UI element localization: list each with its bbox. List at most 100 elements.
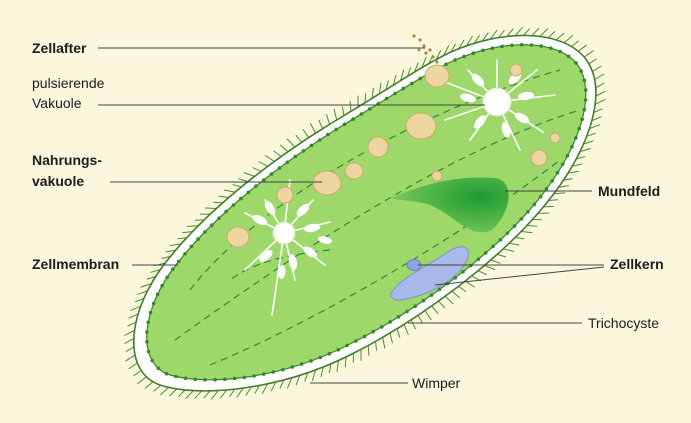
trichocyst-dot: [368, 107, 372, 111]
cilium: [452, 291, 460, 297]
cilium: [376, 341, 377, 350]
trichocyst-dot: [194, 378, 198, 382]
cilium: [595, 74, 605, 80]
trichocyst-dot: [262, 178, 266, 182]
cilium: [515, 237, 524, 238]
trichocyst-dot: [405, 310, 409, 314]
trichocyst-dot: [300, 362, 304, 366]
cilium: [126, 355, 135, 361]
trichocyst-dot: [491, 245, 495, 249]
cilium: [334, 109, 337, 120]
trichocyst-dot: [462, 55, 466, 59]
label-nahrungsvakuole: vakuole: [32, 172, 84, 190]
cilium: [350, 101, 351, 111]
trichocyst-dot: [203, 230, 207, 234]
cilium: [548, 32, 555, 38]
trichocyst-dot: [578, 127, 582, 131]
trichocyst-dot: [453, 58, 457, 62]
cilium: [138, 377, 147, 384]
trichocyst-dot: [213, 378, 217, 382]
trichocyst-dot: [513, 224, 517, 228]
cilium: [287, 139, 295, 147]
cilium: [145, 382, 153, 388]
cilium: [365, 94, 366, 103]
cilium: [556, 33, 563, 40]
trichocyst-dot: [318, 356, 322, 360]
cilium: [259, 162, 268, 167]
trichocyst-dot: [183, 252, 187, 256]
cilium: [571, 41, 578, 47]
trichocyst-dot: [385, 97, 389, 101]
trichocyst-dot: [239, 197, 243, 201]
cilium: [390, 333, 393, 343]
trichocyst-dot: [413, 304, 417, 308]
trichocyst-dot: [310, 144, 314, 148]
cilium: [418, 315, 423, 323]
trichocyst-dot: [291, 365, 295, 369]
cilium: [411, 320, 415, 329]
cilium: [491, 260, 501, 263]
trichocyst-dot: [410, 82, 414, 86]
trichocyst-dot: [160, 284, 164, 288]
trichocyst-dot: [351, 117, 355, 121]
trichocyst-dot: [491, 46, 495, 50]
trichocyst-dot: [583, 108, 587, 112]
trichocyst-dot: [530, 43, 534, 47]
cilium: [233, 185, 242, 187]
trichocyst-dot: [506, 231, 510, 235]
trichocyst-dot: [343, 122, 347, 126]
trichocyst-dot: [484, 251, 488, 255]
trichocyst-dot: [309, 359, 313, 363]
cilium: [327, 115, 330, 125]
trichocyst-dot: [149, 311, 153, 315]
cilium: [383, 337, 385, 348]
trichocyst-dot: [444, 62, 448, 66]
trichocyst-dot: [196, 237, 200, 241]
trichocyst-dot: [281, 368, 285, 372]
cilium: [319, 120, 323, 128]
trichocyst-dot: [574, 136, 578, 140]
trichocyst-dot: [438, 288, 442, 292]
trichocyst-dot: [217, 217, 221, 221]
cilium: [205, 208, 216, 209]
cilium: [439, 301, 445, 308]
trichocyst-dot: [545, 187, 549, 191]
trichocyst-dot: [147, 350, 151, 354]
trichocyst-dot: [145, 340, 149, 344]
label-mundfeld: Mundfeld: [598, 182, 660, 200]
cilium: [337, 360, 339, 371]
trichocyst-dot: [556, 171, 560, 175]
trichocyst-dot: [210, 223, 214, 227]
trichocyst-dot: [584, 98, 588, 102]
trichocyst-dot: [561, 163, 565, 167]
cilium: [211, 391, 218, 400]
cilium: [425, 311, 431, 320]
trichocyst-dot: [302, 149, 306, 153]
cilium: [303, 129, 309, 137]
cilium: [532, 29, 539, 36]
trichocyst-dot: [146, 321, 150, 325]
cilium: [179, 390, 185, 396]
trichocyst-dot: [533, 203, 537, 207]
trichocyst-dot: [165, 276, 169, 280]
trichocyst-dot: [328, 352, 332, 356]
trichocyst-dot: [579, 69, 583, 73]
cilium: [219, 196, 229, 197]
trichocyst-dot: [363, 335, 367, 339]
cilium: [515, 27, 522, 35]
trichocyst-dot: [526, 210, 530, 214]
cilium: [595, 100, 605, 105]
trichocyst-dot: [510, 44, 514, 48]
cilium: [204, 391, 210, 398]
trichocyst-dot: [184, 377, 188, 381]
trichocyst-dot: [550, 179, 554, 183]
label-vakuole: Vakuole: [32, 94, 82, 112]
trichocyst-dot: [558, 50, 562, 54]
label-zellafter: Zellafter: [32, 39, 86, 57]
cilium: [224, 190, 235, 192]
cilium: [129, 363, 137, 369]
trichocyst-dot: [567, 55, 571, 59]
cilium: [589, 59, 597, 64]
trichocyst-dot: [419, 77, 423, 81]
trichocyst-dot: [500, 45, 504, 49]
